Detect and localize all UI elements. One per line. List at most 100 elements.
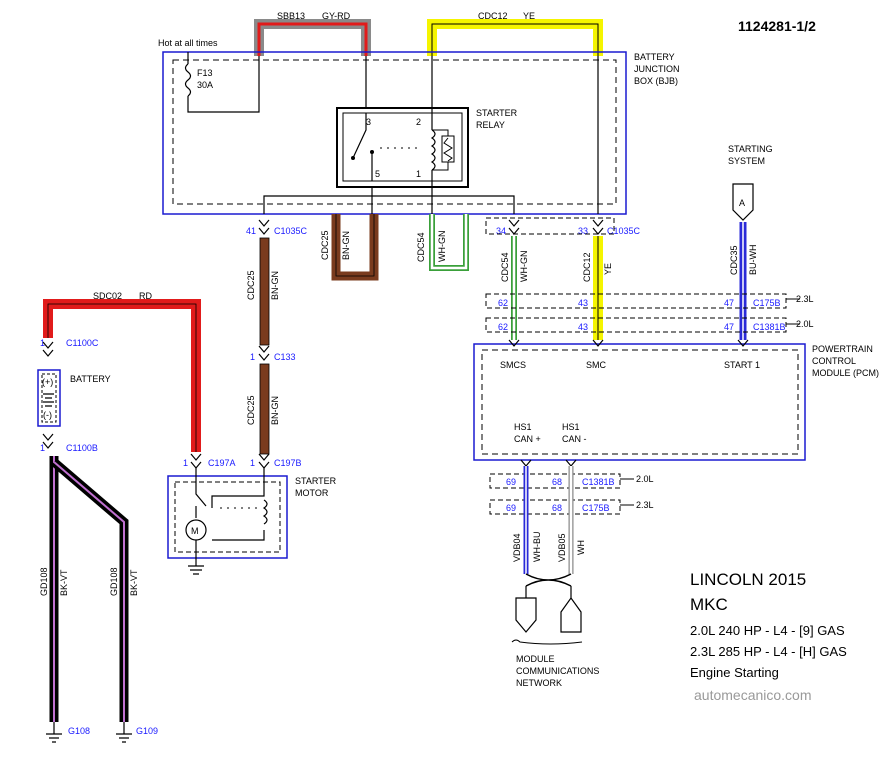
c133-label: C133	[274, 352, 296, 362]
battery-minus: (-)	[43, 410, 52, 420]
c1035c-right-connector-33	[592, 219, 604, 235]
battery-label: BATTERY	[70, 374, 111, 384]
starter-relay-box	[336, 107, 469, 188]
c175b-low-pin-69: 69	[506, 503, 516, 513]
watermark: automecanico.com	[694, 687, 812, 703]
c1035c-right-label: C1035C	[607, 226, 641, 236]
c1381b-pin-47: 47	[724, 322, 734, 332]
wire-cdc12-top-core	[431, 23, 599, 56]
c1381b-low-label: C1381B	[582, 477, 615, 487]
wire-cdc12-top	[427, 19, 603, 56]
wire-label-bkvt-b: BK-VT	[129, 569, 139, 596]
bjb-label-1: BATTERY	[634, 52, 675, 62]
battery-box	[37, 369, 61, 427]
wire-label-gd108-a: GD108	[39, 567, 49, 596]
c1381b-low-pin-68: 68	[552, 477, 562, 487]
relay-pin-3: 3	[366, 117, 371, 127]
fuse-symbol	[184, 63, 192, 97]
starter-motor-m: M	[191, 526, 199, 536]
c1035c-left-pin: 41	[246, 226, 256, 236]
wire-sbb13-inner	[257, 22, 368, 56]
relay-label-2: RELAY	[476, 120, 505, 130]
wire-label-cdc54-a: CDC54	[416, 232, 426, 262]
wire-sbb13-outer	[254, 19, 371, 56]
c175b-low-label: C175B	[582, 503, 610, 513]
wire-cdc25-a	[259, 237, 270, 346]
battery-inner	[41, 373, 57, 423]
relay-resistor	[443, 137, 453, 162]
pcm-label-1: POWERTRAIN	[812, 344, 873, 354]
c1100b-pin: 1	[40, 443, 45, 453]
relay-pin-5: 5	[375, 169, 380, 179]
c175b-low-pin-68: 68	[552, 503, 562, 513]
c1381b-variant: 2.0L	[796, 319, 814, 329]
c175b-variant: 2.3L	[796, 294, 814, 304]
starter-motor-inner	[174, 481, 281, 553]
network-label-2: COMMUNICATIONS	[516, 666, 599, 676]
wire-gd108-b-stripe	[53, 461, 125, 722]
c1035c-left-label: C1035C	[274, 226, 308, 236]
wire-label-gyrd: GY-RD	[322, 11, 351, 21]
bjb-label-3: BOX (BJB)	[634, 76, 678, 86]
c1035c-left-connector	[258, 219, 270, 235]
pcm-pin-smcs: SMCS	[500, 360, 526, 370]
bjb-box	[162, 51, 627, 215]
starter-solenoid-lines	[211, 468, 265, 541]
c133-pin: 1	[250, 352, 255, 362]
wire-label-cdc25-b: CDC25	[246, 395, 256, 425]
relay-coil	[430, 129, 436, 171]
c1381b-pin-62: 62	[498, 322, 508, 332]
c133-connector	[258, 345, 270, 361]
wire-cdc54-loop-core	[430, 214, 468, 270]
wire-label-wh: WH	[576, 540, 586, 555]
wire-label-ye-top: YE	[523, 11, 535, 21]
wire-label-whbu: WH-BU	[532, 532, 542, 563]
wire-label-ye-b: YE	[603, 263, 613, 275]
relay-contact	[351, 156, 355, 160]
c197b-pin: 1	[250, 458, 255, 468]
document-id: 1124281-1/2	[738, 18, 816, 34]
c1035c-pin-34: 34	[496, 226, 506, 236]
c1035c-pin-33: 33	[578, 226, 588, 236]
wire-label-vdb04: VDB04	[512, 533, 522, 562]
network-label-1: MODULE	[516, 654, 555, 664]
relay-pin-2: 2	[416, 117, 421, 127]
bjb-inner	[172, 59, 617, 205]
battery-symbol	[43, 393, 54, 407]
wire-label-sdc02: SDC02	[93, 291, 122, 301]
title-make: LINCOLN 2015	[690, 570, 806, 589]
starter-switch	[195, 468, 207, 518]
starting-system-label-1: STARTING	[728, 144, 773, 154]
wire-label-cdc35: CDC35	[729, 245, 739, 275]
wire-label-bkvt-a: BK-VT	[59, 569, 69, 596]
wire-sdc02-core	[47, 303, 197, 452]
starter-solenoid-coil	[262, 499, 268, 525]
c197a-connector	[190, 453, 202, 469]
wire-label-vdb05: VDB05	[557, 533, 567, 562]
relay-label-1: STARTER	[476, 108, 518, 118]
c197b-label: C197B	[274, 458, 302, 468]
ground-g108-label: G108	[68, 726, 90, 736]
starting-system-ref: A	[739, 198, 745, 208]
c175b-box	[485, 293, 787, 309]
c1035c-right-box	[485, 217, 615, 235]
wire-label-cdc54-b: CDC54	[500, 252, 510, 282]
c1100b-label: C1100B	[66, 443, 98, 453]
fuse-name: F13	[197, 68, 213, 78]
wire-label-buwh: BU-WH	[748, 245, 758, 276]
starter-motor-box	[167, 475, 288, 559]
c175b-low-box	[489, 499, 621, 515]
starter-relay-inner	[342, 112, 463, 182]
wire-label-cdc25-c: CDC25	[320, 230, 330, 260]
network-ref-shape-plus	[515, 597, 537, 633]
title-system: Engine Starting	[690, 665, 779, 680]
starting-system-ref-shape	[732, 183, 754, 221]
c1100c-label: C1100C	[66, 338, 99, 348]
pcm-can-terminals	[520, 459, 577, 467]
c197a-label: C197A	[208, 458, 236, 468]
c197a-pin: 1	[183, 458, 188, 468]
title-model: MKC	[690, 595, 728, 614]
c175b-pin-47: 47	[724, 298, 734, 308]
pcm-hs1-b: HS1	[562, 422, 580, 432]
c197b-connector	[258, 453, 270, 469]
